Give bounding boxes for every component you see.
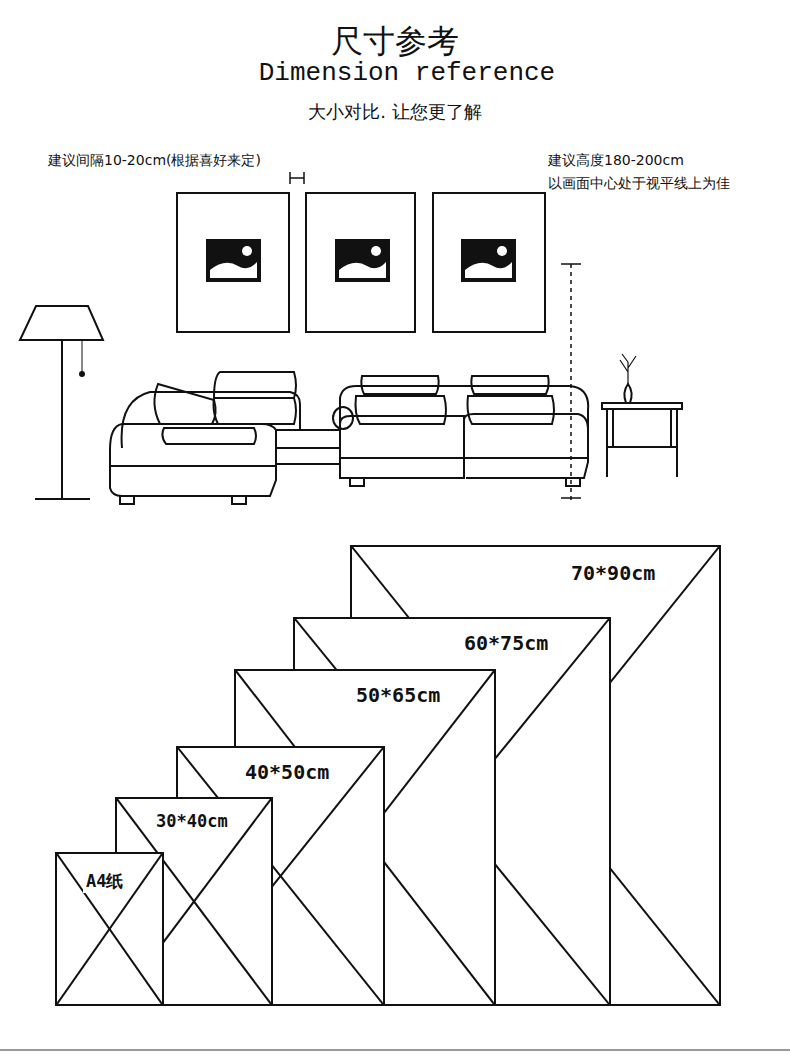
picture-icon [206, 239, 516, 282]
page-title: 尺寸参考 [331, 20, 459, 64]
picture-frame [433, 193, 545, 332]
spacing-note: 建议间隔10-20cm(根据喜好来定) [48, 152, 261, 170]
sofa [110, 372, 588, 504]
subtitle-english: Dimension reference [259, 58, 555, 88]
picture-frame [306, 193, 415, 332]
picture-frame [177, 193, 289, 332]
size-label: A4纸 [83, 870, 126, 893]
subtitle-note: 大小对比. 让您更了解 [308, 100, 481, 124]
diagonal-line [57, 854, 162, 1004]
size-label: 40*50cm [242, 760, 332, 784]
size-rectangle: A4纸 [55, 852, 164, 1006]
height-note: 以画面中心处于视平线上为佳 [548, 175, 730, 193]
diagonal-line [57, 854, 162, 1004]
size-label: 50*65cm [353, 683, 443, 707]
size-label: 30*40cm [153, 811, 231, 831]
lamp-shade [20, 306, 103, 340]
size-label: 60*75cm [461, 631, 551, 655]
height-note: 建议高度180-200cm [548, 152, 684, 170]
size-label: 70*90cm [568, 561, 658, 585]
